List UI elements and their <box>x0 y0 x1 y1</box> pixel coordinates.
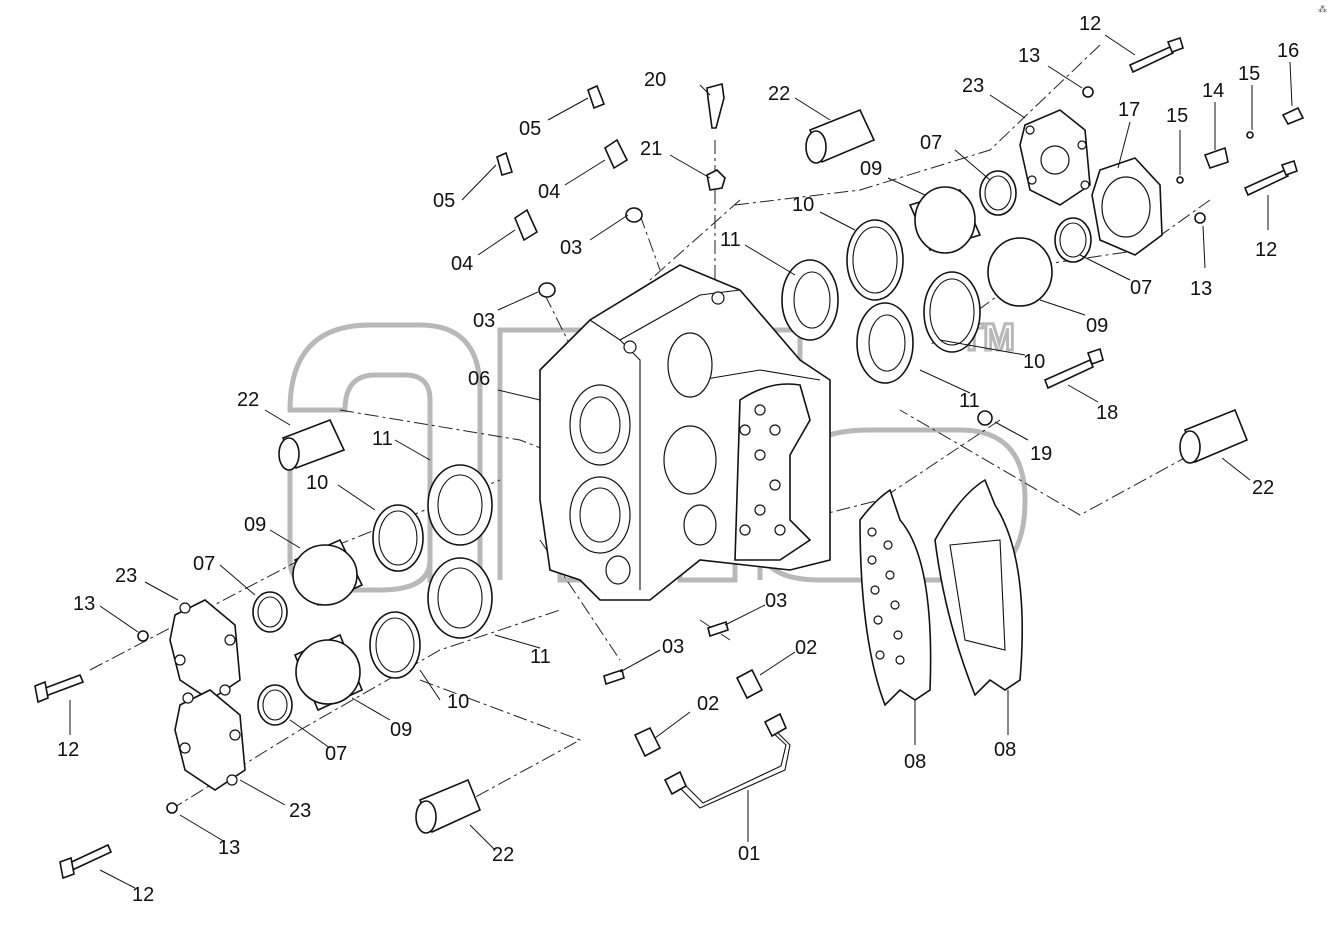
label-07: 07 <box>193 553 215 575</box>
label-20: 20 <box>644 69 666 91</box>
label-13: 13 <box>1018 45 1040 67</box>
brake-pads <box>859 478 1024 707</box>
label-08: 08 <box>904 751 926 773</box>
label-12: 12 <box>1079 13 1101 35</box>
label-03: 03 <box>473 310 495 332</box>
label-05: 05 <box>519 118 541 140</box>
bleed-fittings <box>496 82 726 298</box>
label-13: 13 <box>218 837 240 859</box>
label-12: 12 <box>132 884 154 906</box>
label-09: 09 <box>1086 315 1108 337</box>
label-04: 04 <box>538 181 560 203</box>
label-10: 10 <box>792 194 814 216</box>
caliper-housing <box>539 264 831 601</box>
label-16: 16 <box>1277 40 1299 62</box>
label-14: 14 <box>1202 80 1224 102</box>
label-11: 11 <box>530 646 551 668</box>
label-11: 11 <box>959 390 980 412</box>
label-23: 23 <box>962 75 984 97</box>
label-15: 15 <box>1166 105 1188 127</box>
label-19: 19 <box>1030 443 1052 465</box>
label-22: 22 <box>768 83 790 105</box>
label-13: 13 <box>73 593 95 615</box>
label-22: 22 <box>1252 477 1274 499</box>
label-18: 18 <box>1096 402 1118 424</box>
label-01: 01 <box>738 843 760 865</box>
label-23: 23 <box>289 800 311 822</box>
label-09: 09 <box>860 158 882 180</box>
piston-stack-lower <box>34 464 493 880</box>
label-08: 08 <box>994 739 1016 761</box>
label-07: 07 <box>1130 277 1152 299</box>
label-07: 07 <box>920 132 942 154</box>
label-09: 09 <box>390 719 412 741</box>
label-10: 10 <box>1023 351 1045 373</box>
label-11: 11 <box>720 229 741 251</box>
label-15: 15 <box>1238 63 1260 85</box>
label-12: 12 <box>1255 239 1277 261</box>
corner-mark: ⁂ <box>1318 4 1327 15</box>
cover-plates-right <box>1019 109 1163 256</box>
label-12: 12 <box>57 739 79 761</box>
label-09: 09 <box>244 514 266 536</box>
label-21: 21 <box>640 138 662 160</box>
label-13: 13 <box>1190 278 1212 300</box>
label-11: 11 <box>372 428 393 450</box>
brake-line <box>603 620 791 809</box>
label-10: 10 <box>447 691 469 713</box>
label-03: 03 <box>560 237 582 259</box>
label-07: 07 <box>325 743 347 765</box>
label-10: 10 <box>306 472 328 494</box>
label-23: 23 <box>115 565 137 587</box>
piston-stack-upper <box>781 170 1092 384</box>
bolts-right <box>977 36 1305 426</box>
label-02: 02 <box>795 637 817 659</box>
label-06: 06 <box>468 368 490 390</box>
label-04: 04 <box>451 253 473 275</box>
callout-labels: 01 02 02 03 03 03 03 04 04 05 05 06 07 0… <box>57 13 1299 906</box>
guide-pins <box>278 108 1249 834</box>
leader-lines <box>69 34 1293 889</box>
label-03: 03 <box>765 590 787 612</box>
label-22: 22 <box>492 844 514 866</box>
label-03: 03 <box>662 636 684 658</box>
label-02: 02 <box>697 693 719 715</box>
label-17: 17 <box>1118 99 1140 121</box>
label-22: 22 <box>237 389 259 411</box>
label-05: 05 <box>433 190 455 212</box>
